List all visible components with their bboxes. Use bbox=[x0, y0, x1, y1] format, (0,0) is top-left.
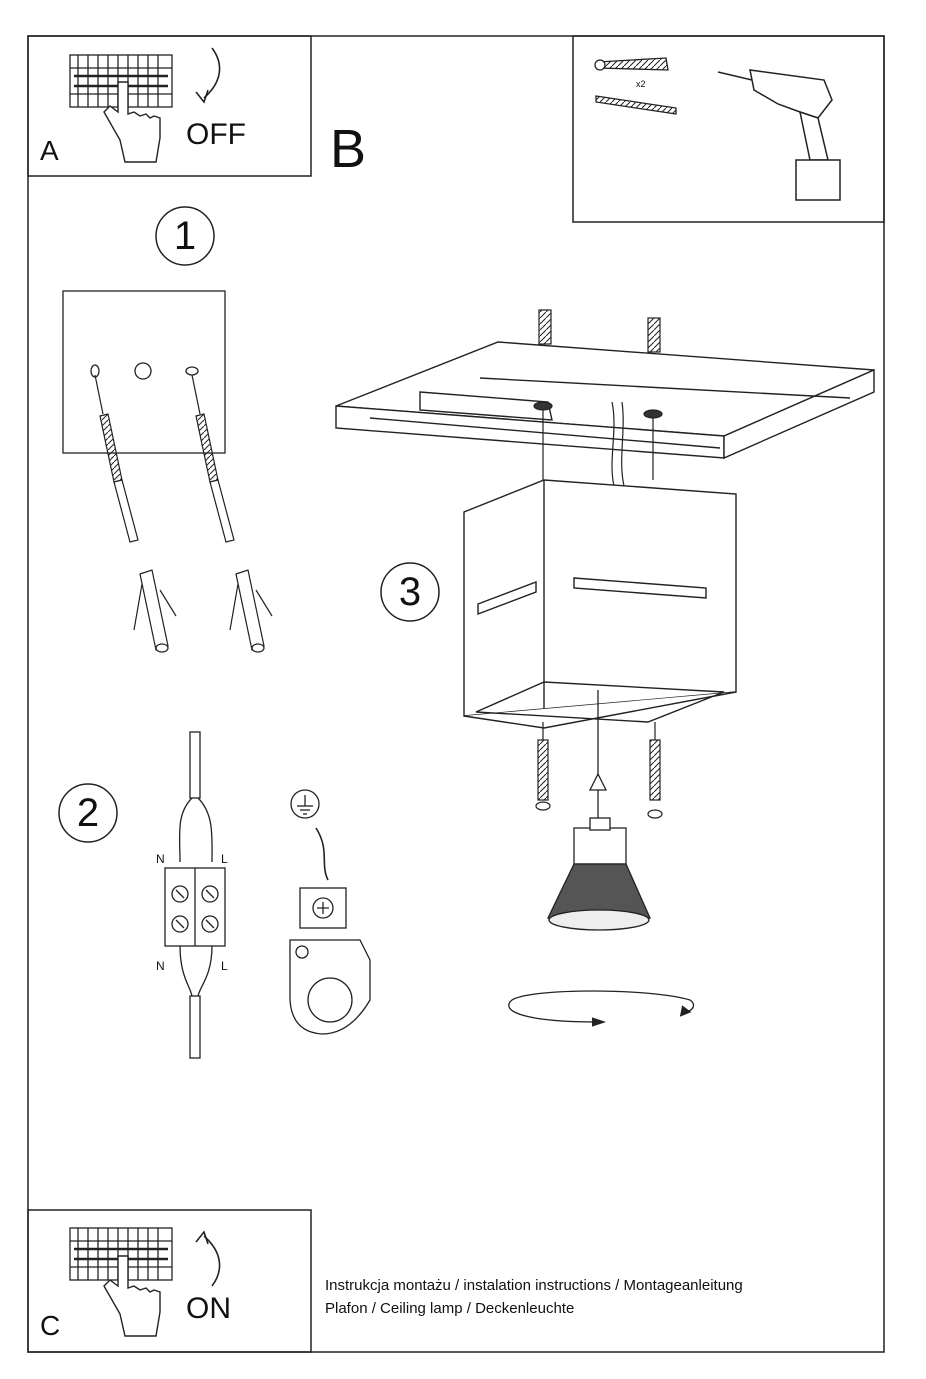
arrow-down-icon bbox=[203, 47, 221, 99]
neutral-bottom-label: N bbox=[156, 959, 165, 973]
panel-a-box bbox=[27, 35, 312, 177]
step-2-number: 2 bbox=[76, 791, 100, 835]
step-3-circle bbox=[380, 562, 440, 622]
quantity-label: x2 bbox=[636, 79, 646, 89]
drill-icon bbox=[717, 69, 841, 201]
screw-icon bbox=[191, 374, 235, 543]
caption-line-2: Plafon / Ceiling lamp / Deckenleuchte bbox=[325, 1300, 575, 1317]
neutral-top-label: N bbox=[156, 852, 165, 866]
wall-plug-icon bbox=[594, 57, 669, 71]
caption-line-1: Instrukcja montażu / instalation instruc… bbox=[325, 1277, 743, 1294]
gu10-bulb-icon bbox=[547, 817, 651, 931]
screw-icon bbox=[94, 374, 139, 543]
panel-b-label: B bbox=[330, 119, 367, 179]
wall-plug-icon bbox=[229, 569, 273, 653]
step-1-circle bbox=[155, 206, 215, 266]
ground-wire bbox=[315, 827, 329, 881]
arrow-down-head-icon bbox=[195, 89, 209, 104]
hand-switch-on-icon bbox=[103, 1255, 161, 1337]
ceiling-panel bbox=[335, 341, 875, 460]
bulb-insert-arrow-icon bbox=[588, 690, 608, 820]
breaker-panel-icon bbox=[69, 1227, 173, 1281]
screw-icon bbox=[595, 95, 677, 115]
on-label: ON bbox=[186, 1292, 231, 1325]
arrow-up-icon bbox=[203, 1235, 221, 1287]
ground-symbol-icon bbox=[290, 789, 320, 819]
mounting-wires bbox=[533, 401, 663, 487]
page-frame bbox=[27, 35, 885, 1353]
lamp-housing bbox=[463, 479, 737, 729]
panel-a-label: A bbox=[40, 135, 59, 166]
panel-c-box bbox=[27, 1209, 312, 1353]
arrow-up-head-icon bbox=[195, 1230, 209, 1245]
supply-cable bbox=[178, 731, 213, 863]
live-top-label: L bbox=[221, 852, 228, 866]
terminal-block bbox=[164, 867, 226, 947]
step-1-number: 1 bbox=[173, 214, 197, 258]
ground-terminal bbox=[289, 887, 371, 1035]
panel-b-tools-box bbox=[572, 35, 885, 223]
live-bottom-label: L bbox=[221, 959, 228, 973]
lamp-cable bbox=[179, 945, 213, 1059]
rotate-arrow-icon bbox=[508, 990, 695, 1027]
hand-switch-off-icon bbox=[103, 81, 161, 163]
bolt-icon bbox=[538, 309, 661, 353]
wall-plug-icon bbox=[133, 569, 177, 653]
step-2-circle bbox=[58, 783, 118, 843]
off-label: OFF bbox=[186, 118, 246, 151]
panel-c-label: C bbox=[40, 1310, 61, 1341]
screw-icon bbox=[535, 722, 663, 819]
step-3-number: 3 bbox=[398, 570, 422, 614]
